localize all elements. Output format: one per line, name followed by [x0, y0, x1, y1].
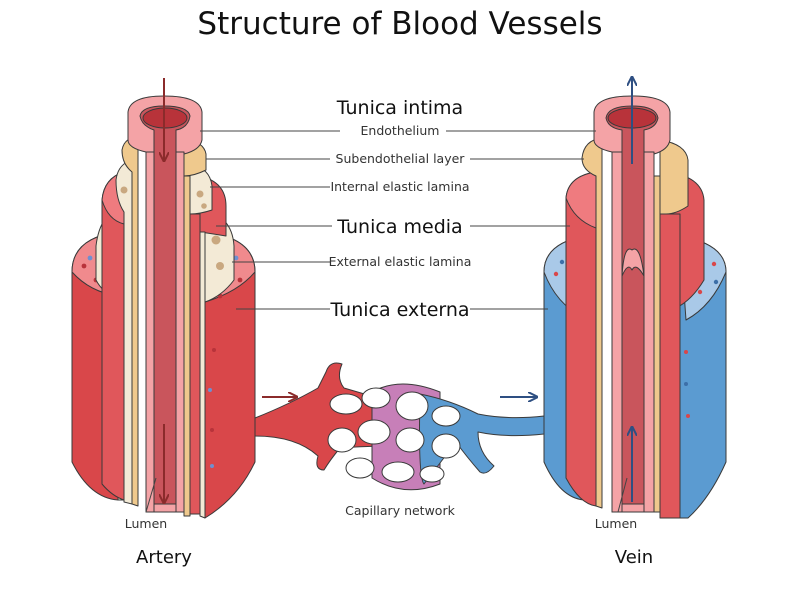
label-internal-elastic-lamina: Internal elastic lamina — [330, 179, 469, 194]
vein-valve — [621, 248, 645, 277]
label-artery-lumen: Lumen — [125, 516, 167, 531]
label-tunica-media: Tunica media — [336, 216, 462, 238]
artery-lumen — [139, 105, 191, 505]
label-external-elastic-lamina: External elastic lamina — [329, 254, 472, 269]
capillary-network — [254, 362, 545, 491]
label-vein-lumen: Lumen — [595, 516, 637, 531]
diagram-title: Structure of Blood Vessels — [197, 6, 602, 42]
label-capillary-network: Capillary network — [345, 503, 455, 518]
artery-illustration — [71, 78, 256, 519]
artery-subendothelial-layer — [121, 135, 139, 507]
label-tunica-intima: Tunica intima — [336, 97, 463, 119]
artery-internal-elastic-lamina — [115, 159, 133, 505]
label-endothelium: Endothelium — [361, 123, 440, 138]
label-tunica-externa: Tunica externa — [329, 299, 469, 321]
vein-subendothelial-layer — [581, 137, 603, 509]
leader-lines — [145, 130, 628, 513]
label-subendothelial-layer: Subendothelial layer — [336, 151, 466, 166]
vein-illustration — [543, 78, 727, 519]
label-vein: Vein — [615, 547, 653, 568]
vein-lumen — [605, 105, 659, 505]
label-artery: Artery — [136, 547, 192, 568]
